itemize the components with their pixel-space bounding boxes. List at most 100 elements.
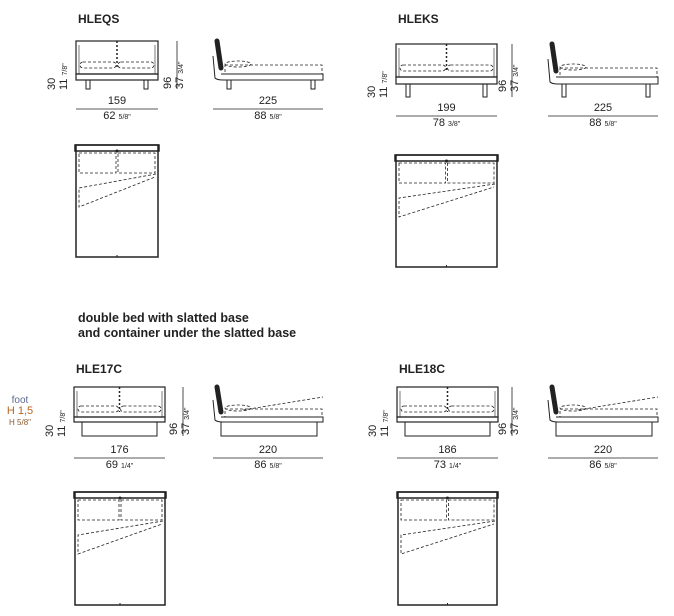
bed-height-inch-whole: 11	[379, 425, 391, 437]
total-height-cm: 96	[497, 79, 509, 92]
length-cm: 225	[228, 95, 308, 107]
side-pillow	[559, 404, 587, 412]
plan-center-mark	[446, 496, 449, 500]
plan-center-mark	[118, 496, 122, 500]
bed-height-inch-whole: 11	[378, 86, 390, 98]
width-cm: 176	[80, 444, 160, 456]
length-inch-whole: 88	[254, 110, 267, 122]
plan-pillow	[117, 152, 156, 174]
front-container	[81, 421, 158, 437]
side-mattress	[224, 64, 323, 75]
length-cm: 220	[228, 444, 308, 456]
side-leg	[645, 83, 651, 98]
total-height-inch-fraction: 3/4"	[513, 64, 520, 77]
front-leg	[405, 83, 411, 98]
length-inch: 88 5/8"	[563, 117, 643, 129]
side-frame	[212, 55, 324, 81]
front-pillow	[399, 64, 446, 72]
length-cm: 220	[563, 444, 643, 456]
length-cm-text: 225	[258, 95, 278, 107]
length-inch: 88 5/8"	[228, 110, 308, 122]
bed-height-inch-fraction: 7/8"	[383, 410, 390, 423]
plan-pillow	[120, 499, 163, 521]
plan-pillow	[398, 162, 446, 184]
side-mattress	[559, 67, 658, 78]
total-height-cm: 96	[162, 76, 174, 89]
side-headboard	[549, 384, 559, 415]
length-cm-text: 225	[593, 102, 613, 114]
bed-height-inch-fraction: 7/8"	[60, 410, 67, 423]
foot-height-cm: H 1,5	[6, 405, 34, 417]
side-container	[220, 421, 318, 437]
width-inch-fraction: 5/8"	[118, 114, 131, 121]
bed-height-cm: 30	[367, 424, 379, 437]
bed-height-inch-whole: 11	[56, 425, 68, 437]
plan-pillow	[447, 162, 495, 184]
plan-duvet-fold	[77, 520, 164, 555]
side-headboard	[214, 38, 224, 71]
width-inch-whole: 69	[105, 459, 118, 471]
model-code: HLEKS	[398, 12, 439, 26]
side-headboard	[214, 384, 224, 415]
bed-height-cm: 30	[366, 85, 378, 98]
side-frame	[547, 58, 659, 85]
width-inch-whole: 62	[103, 110, 116, 122]
front-pillow	[79, 61, 117, 69]
bed-height-inch-whole: 11	[58, 78, 70, 90]
side-lifted-base-line	[242, 396, 324, 411]
length-cm: 225	[563, 102, 643, 114]
total-height-cm: 96	[497, 422, 509, 435]
front-leg	[482, 83, 488, 98]
plan-outline	[397, 491, 498, 606]
bed-height-inch-fraction: 7/8"	[382, 71, 389, 84]
total-height-inch-fraction: 3/4"	[178, 61, 185, 74]
width-inch-whole: 73	[433, 459, 446, 471]
bed-height-cm: 30	[44, 424, 56, 437]
length-inch-whole: 86	[254, 459, 267, 471]
side-mattress	[224, 408, 323, 418]
section-heading: double bed with slatted base and contain…	[78, 311, 296, 341]
front-leg	[143, 79, 149, 90]
model-code: HLE18C	[399, 362, 445, 376]
total-height-inch-whole: 37	[509, 79, 521, 92]
side-pillow	[224, 404, 252, 412]
width-cm-text: 176	[110, 444, 129, 456]
width-inch-fraction: 1/4"	[449, 463, 462, 470]
side-leg	[310, 79, 316, 90]
length-inch: 86 5/8"	[563, 459, 643, 471]
length-inch-fraction: 5/8"	[604, 463, 617, 470]
section-heading-line-1: double bed with slatted base	[78, 311, 249, 325]
length-inch-whole: 86	[589, 459, 602, 471]
plan-outline	[395, 154, 498, 268]
side-pillow	[559, 63, 587, 71]
plan-duvet-fold	[78, 173, 157, 208]
plan-outline	[75, 144, 159, 258]
front-pillow	[448, 405, 495, 413]
total-height-inch-whole: 37	[180, 422, 192, 435]
plan-pillow	[77, 499, 120, 521]
width-cm: 199	[407, 102, 487, 114]
bed-height-inch-fraction: 7/8"	[62, 63, 69, 76]
plan-pillow	[400, 499, 447, 521]
length-inch-fraction: 5/8"	[269, 463, 282, 470]
width-inch: 73 1/4"	[408, 459, 488, 471]
front-pillow	[447, 64, 494, 72]
total-height-inch-whole: 37	[509, 422, 521, 435]
length-inch: 86 5/8"	[228, 459, 308, 471]
plan-center-mark	[115, 149, 119, 153]
width-inch: 69 1/4"	[80, 459, 160, 471]
plan-pillow	[448, 499, 495, 521]
total-height-cm: 96	[168, 422, 180, 435]
plan-center-mark	[445, 159, 448, 163]
side-mattress	[559, 408, 658, 418]
length-cm-text: 220	[258, 444, 278, 456]
foot-height-inch: H 5/8"	[9, 418, 31, 427]
width-inch-whole: 78	[432, 117, 445, 129]
